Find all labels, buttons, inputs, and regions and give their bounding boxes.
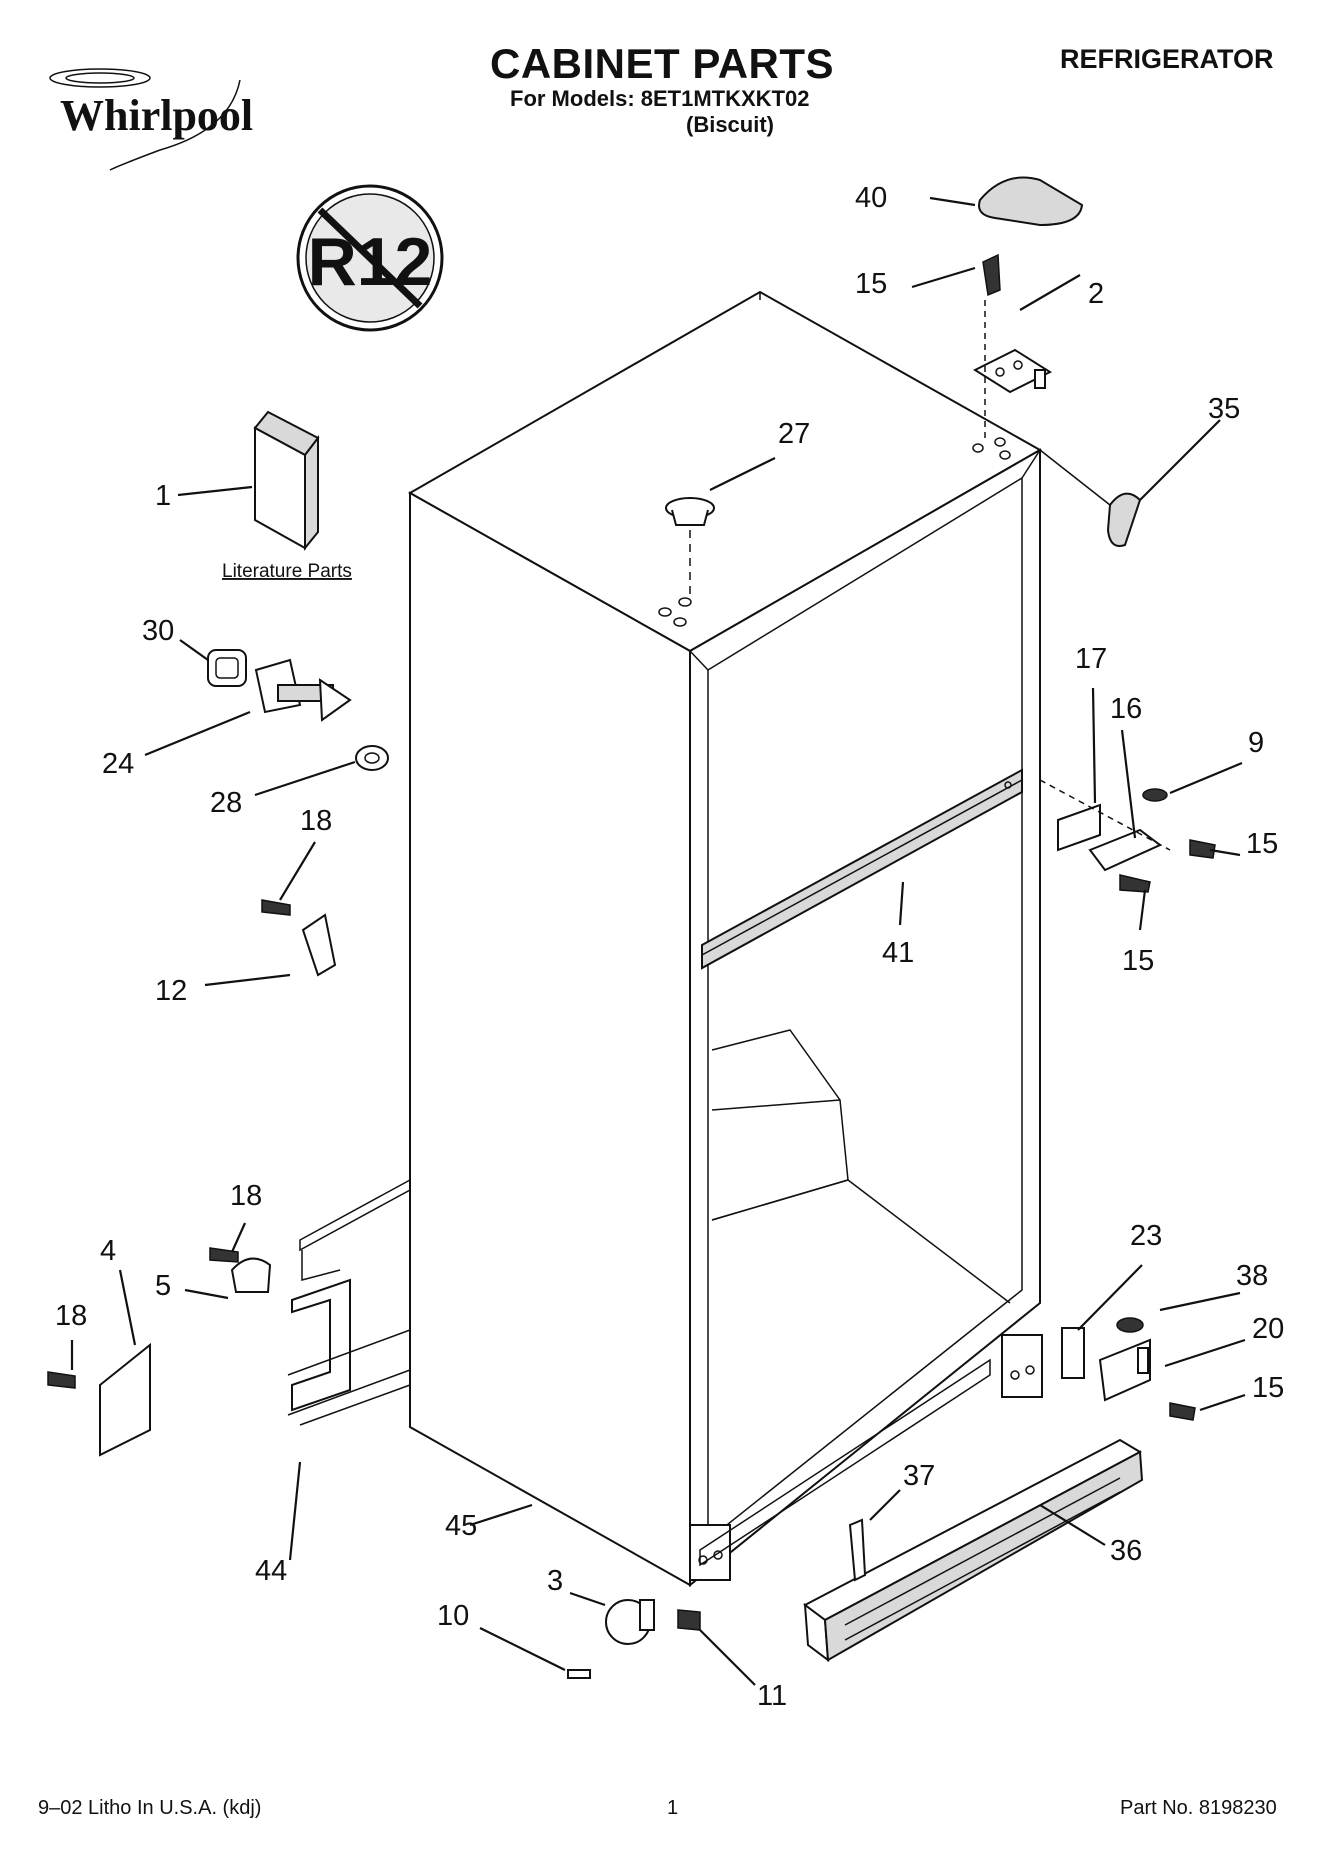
part-4-hinge-cover [47, 1342, 151, 1457]
callout-27: 27 [778, 418, 810, 450]
callout-2: 2 [1088, 278, 1104, 310]
callout-15-top: 15 [855, 268, 887, 300]
appliance-type: REFRIGERATOR [1060, 44, 1274, 74]
cabinet-body [407, 290, 1043, 1588]
callout-10: 10 [437, 1600, 469, 1632]
callout-18-middle: 18 [230, 1180, 262, 1212]
callout-44: 44 [255, 1555, 287, 1587]
callout-24: 24 [102, 748, 134, 780]
leader-lines [70, 196, 1246, 1686]
color-line: (Biscuit) [686, 112, 774, 137]
print-info: 9–02 Litho In U.S.A. (kdj) [38, 1797, 262, 1819]
callout-3: 3 [547, 1565, 563, 1597]
part-36-base-grille [803, 1438, 1144, 1663]
callout-4: 4 [100, 1235, 116, 1267]
page-number: 1 [667, 1797, 679, 1819]
part-5-door-stop [209, 1247, 272, 1293]
callout-15-right: 15 [1246, 828, 1278, 860]
callout-16: 16 [1110, 693, 1142, 725]
callout-40: 40 [855, 182, 887, 214]
models-line: For Models: 8ET1MTKXKT02 [510, 86, 810, 111]
callout-17: 17 [1075, 643, 1107, 675]
part-number: Part No. 8198230 [1120, 1797, 1277, 1819]
callout-15-bottom: 15 [1252, 1372, 1284, 1404]
part-3-roller [567, 1599, 701, 1679]
literature-parts-label: Literature Parts [222, 561, 352, 582]
part-2-top-hinge [972, 253, 1053, 440]
callout-15-lower: 15 [1122, 945, 1154, 977]
callout-41: 41 [882, 937, 914, 969]
page-title: CABINET PARTS [490, 40, 835, 87]
callout-11: 11 [757, 1680, 787, 1712]
part-16-17-center-hinge [1039, 779, 1216, 893]
callout-20: 20 [1252, 1313, 1284, 1345]
callout-23: 23 [1130, 1220, 1162, 1252]
part-12-door-stop [261, 899, 337, 977]
callout-5: 5 [155, 1270, 171, 1302]
part-20-bottom-hinge [1061, 1317, 1196, 1421]
callout-30: 30 [142, 615, 174, 647]
part-41-crossbar [701, 768, 1023, 970]
part-27-plug [665, 497, 715, 600]
part-37-clip [848, 1518, 867, 1582]
part-30-24-28-handle [207, 649, 389, 771]
callout-18-upper: 18 [300, 805, 332, 837]
callout-12: 12 [155, 975, 187, 1007]
part-1-literature [253, 410, 320, 551]
no-r12-badge: R12 [296, 184, 444, 332]
callout-labels: 40 15 2 35 27 1 30 24 28 18 12 17 16 9 1… [55, 182, 1284, 1712]
callout-37: 37 [903, 1460, 935, 1492]
callout-45: 45 [445, 1510, 477, 1542]
whirlpool-logo: Whirlpool [49, 68, 253, 171]
callout-9: 9 [1248, 727, 1264, 759]
brand-logo-text: Whirlpool [60, 91, 253, 140]
callout-1: 1 [155, 480, 171, 512]
part-40-hinge-cap [978, 176, 1084, 227]
part-35-hinge-cover [1106, 492, 1142, 547]
callout-36: 36 [1110, 1535, 1142, 1567]
callout-28: 28 [210, 787, 242, 819]
callout-38: 38 [1236, 1260, 1268, 1292]
part-44-shims [287, 1178, 411, 1426]
callout-35: 35 [1208, 393, 1240, 425]
callout-18-lower: 18 [55, 1300, 87, 1332]
